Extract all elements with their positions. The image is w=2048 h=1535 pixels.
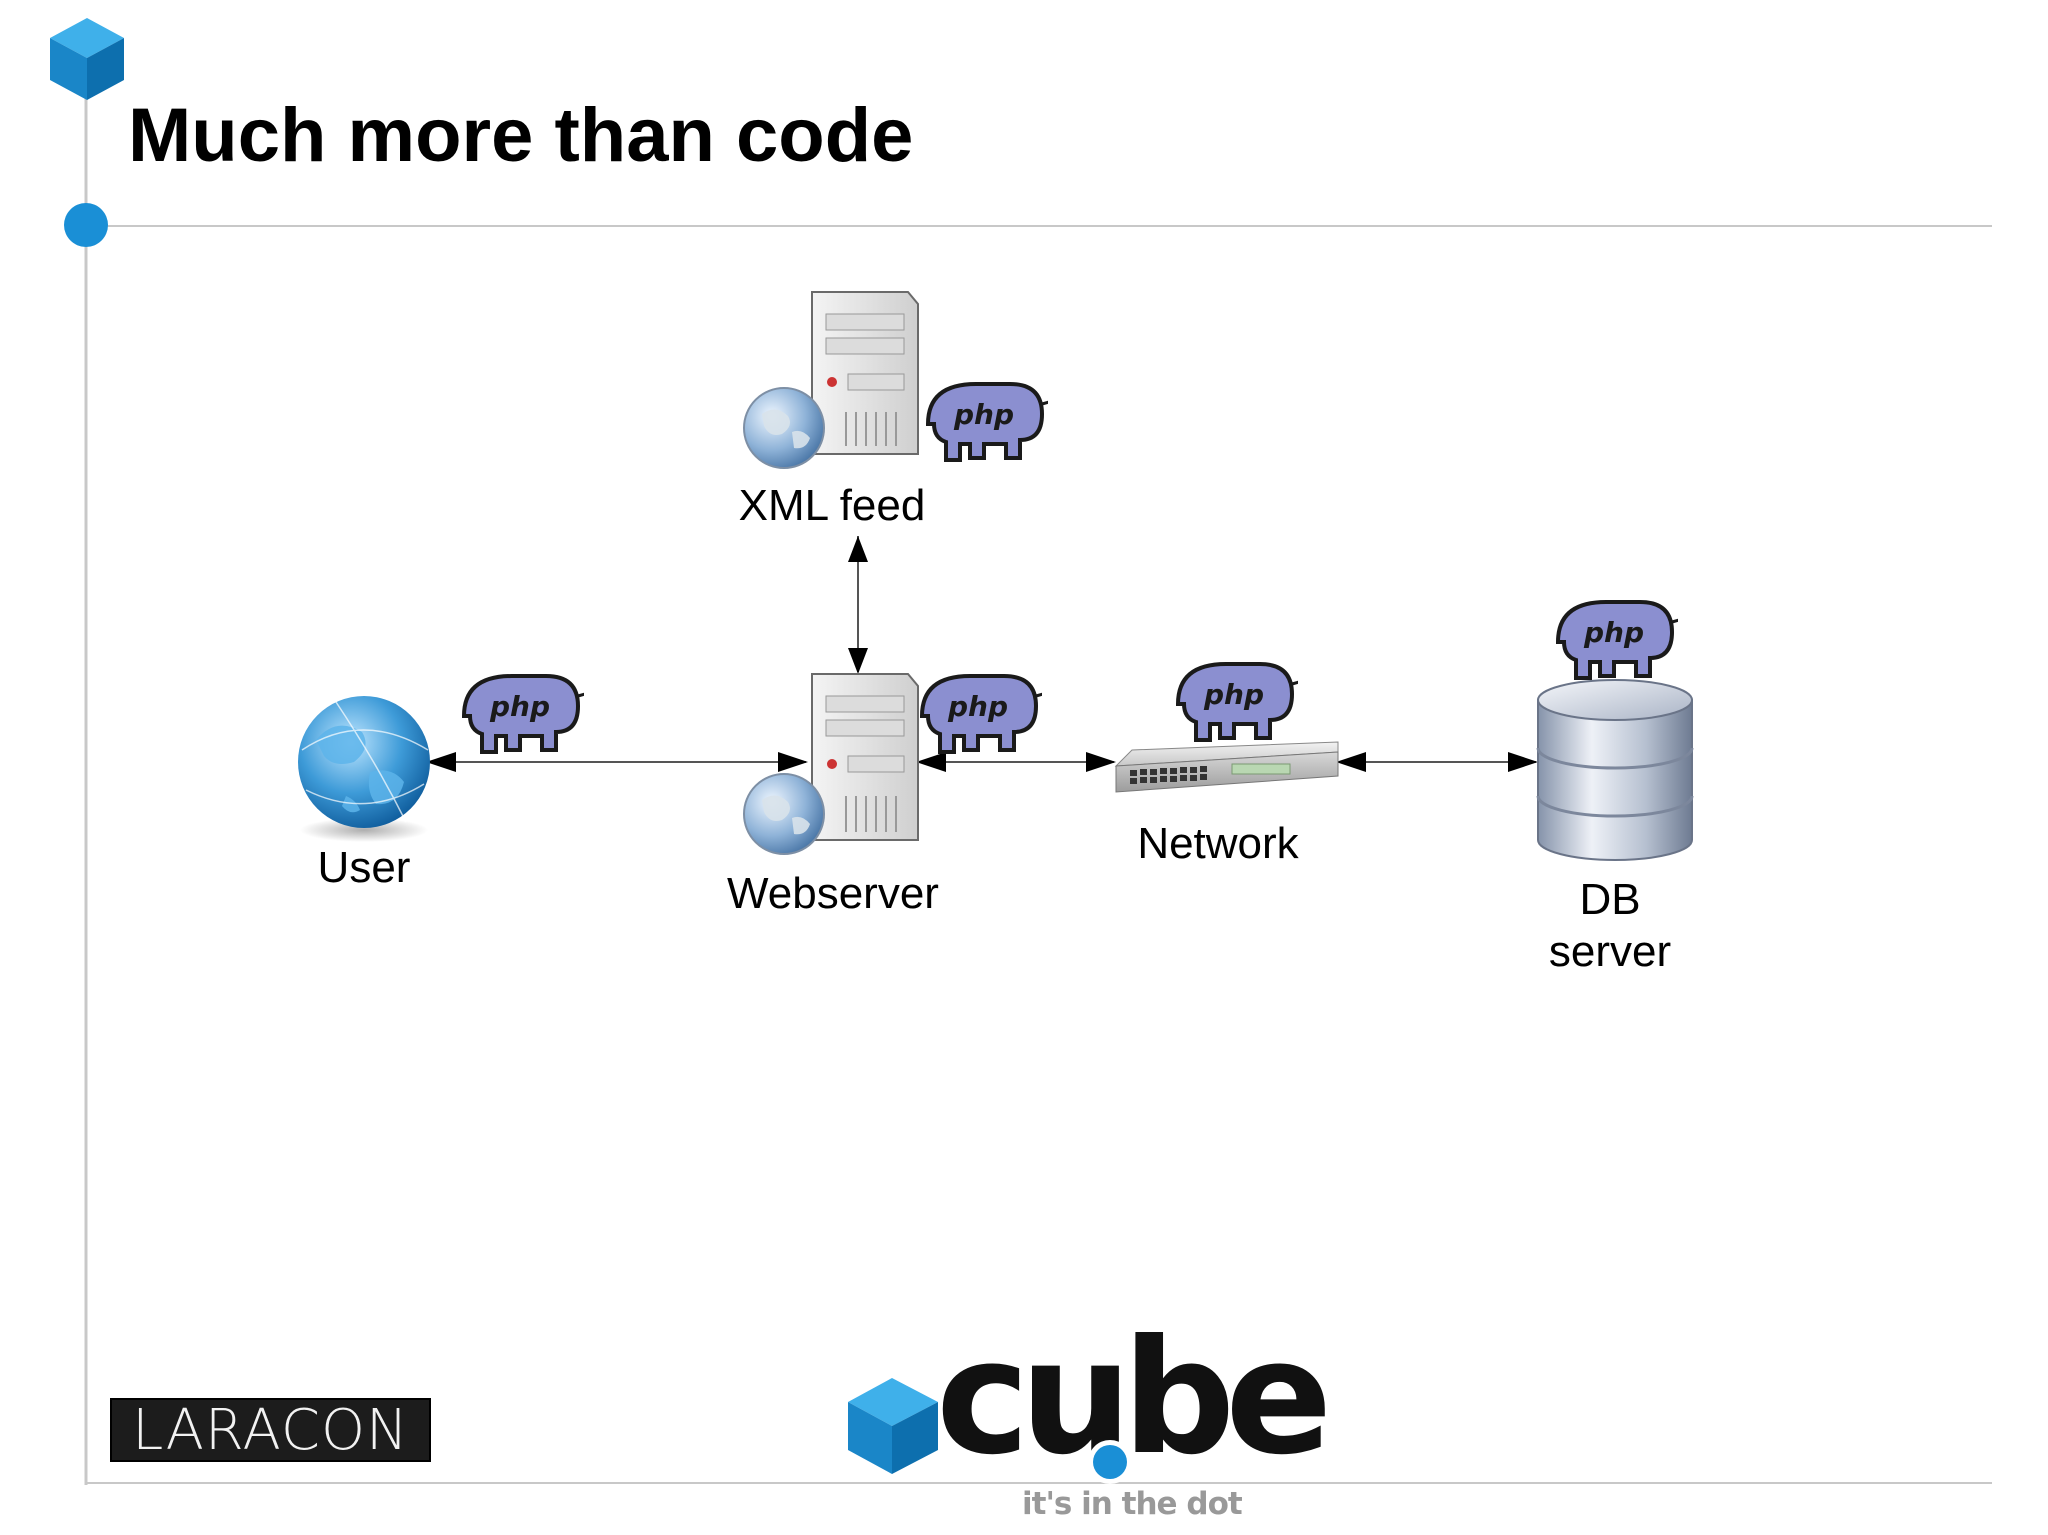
php-badge-label: php xyxy=(953,398,1014,431)
laracon-logo: LARACON xyxy=(110,1398,431,1462)
arrow-right-icon xyxy=(778,752,808,772)
network-label: Network xyxy=(1137,819,1299,868)
accent-dot-icon xyxy=(64,203,108,247)
php-badge-label: php xyxy=(1583,616,1644,649)
php-badge-label: php xyxy=(1203,678,1264,711)
arrow-left-icon xyxy=(916,752,946,772)
arrow-down-icon xyxy=(848,648,868,674)
php-badge-label: php xyxy=(489,690,550,723)
database-icon xyxy=(1536,679,1694,861)
arrow-left-icon xyxy=(1336,752,1366,772)
cube-tagline: it's in the dot xyxy=(1022,1486,1243,1522)
php-elephant-icon: php xyxy=(919,674,1042,754)
cube-brand-icon xyxy=(848,1378,938,1474)
arrow-up-icon xyxy=(848,536,868,562)
cube-dot-icon xyxy=(1088,1440,1132,1484)
network-switch-icon xyxy=(1114,741,1339,793)
php-elephant-icon: php xyxy=(461,674,584,754)
xml-feed-label: XML feed xyxy=(738,481,926,530)
webserver-icon xyxy=(743,673,919,855)
cube-brand-wordmark: cube xyxy=(936,1306,1332,1490)
arrow-right-icon xyxy=(1508,752,1538,772)
php-elephant-icon: php xyxy=(1555,600,1678,680)
arrow-left-icon xyxy=(426,752,456,772)
xml-feed-server-icon xyxy=(743,291,919,469)
db-server-label-line2: server xyxy=(1548,927,1672,976)
webserver-label: Webserver xyxy=(727,869,939,918)
cube-logo-icon xyxy=(50,18,124,100)
laracon-logo-text: LARACON xyxy=(132,1398,409,1463)
php-elephant-icon: php xyxy=(1175,662,1298,742)
php-badge-label: php xyxy=(947,690,1008,723)
user-globe-icon xyxy=(298,696,430,842)
page-title: Much more than code xyxy=(128,93,914,178)
php-elephant-icon: php xyxy=(925,382,1048,462)
db-server-label-line1: DB xyxy=(1579,875,1641,924)
user-label: User xyxy=(317,843,411,892)
arrow-right-icon xyxy=(1086,752,1116,772)
